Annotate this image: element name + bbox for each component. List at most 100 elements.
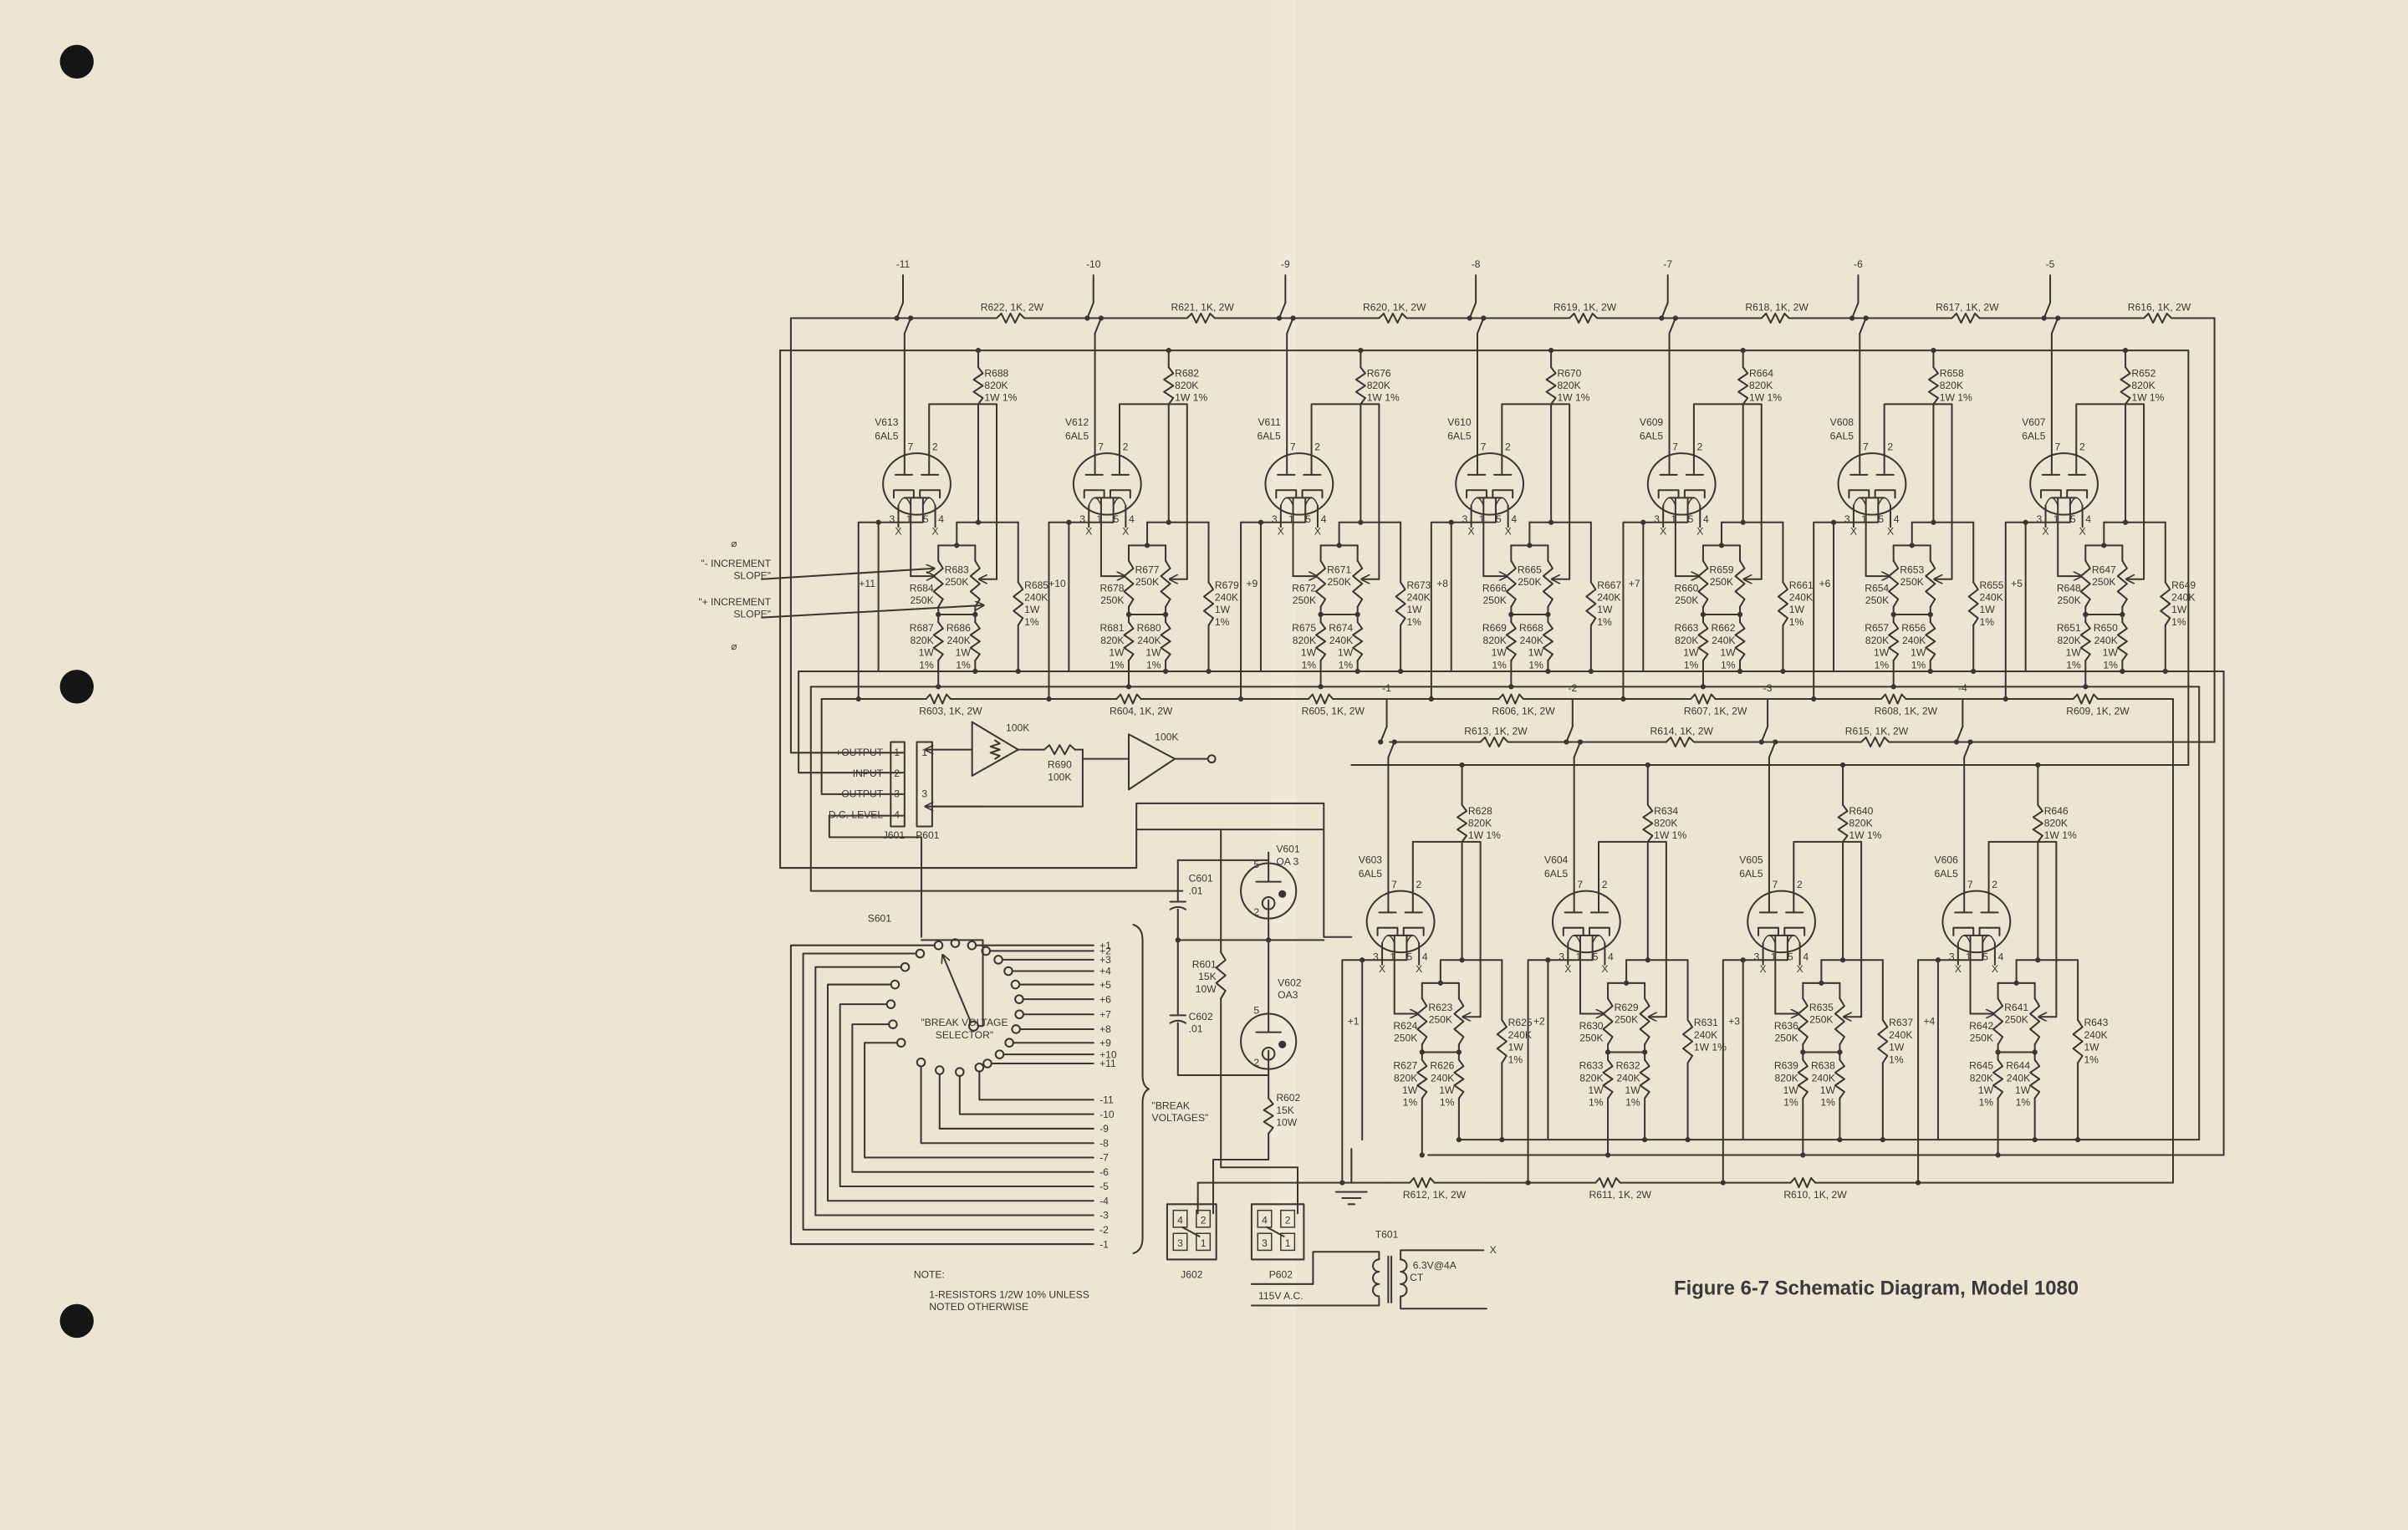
break-voltage-tap: -7 [1663,258,1672,270]
pin-number: 4 [1803,951,1809,962]
pin-number: 2 [932,441,938,452]
junction-dot [1545,668,1551,675]
pin-number: 1 [1390,951,1395,962]
wire [857,497,924,701]
amplifier-label: 100K [1155,732,1178,743]
connector-p602 [1250,1203,1305,1261]
pin-number: 7 [908,441,914,452]
potentiometer [1602,997,1614,1046]
potentiometer-label: 250K [1970,1033,1993,1044]
resistor-label: 1% [1979,1097,1994,1109]
pin-square [1280,1209,1296,1228]
resistor-label: 1% [1110,659,1125,671]
resistor-label: 1W [1406,604,1422,615]
resistor-symbol [996,312,1026,324]
resistor-label: 240K [1520,635,1543,646]
wire-gap [1043,746,1075,753]
pin-number: 2 [1887,441,1893,452]
series-resistor-label: R622, 1K, 2W [981,301,1044,313]
plate-resistor-label: 820K [1654,817,1677,829]
pin-number: 1 [1285,1237,1291,1249]
potentiometer-label: R671 [1327,564,1351,575]
resistor-label: 1W [956,647,972,659]
junction-dot [1548,519,1554,525]
resistor-symbol [1315,621,1327,662]
pin-number: 7 [2055,441,2061,452]
resistor-symbol [1992,1058,2004,1099]
resistor-label: R679 [1215,579,1239,591]
potentiometer-label: 250K [945,576,968,588]
tube-label: V601 [1276,844,1300,855]
tube-type: 6AL5 [1640,431,1664,442]
potentiometer-label: R642 [1969,1020,1993,1032]
resistor-label: 1W [1683,647,1699,659]
junction-dot [1811,696,1817,702]
pin-number: 5 [1406,951,1412,962]
cathode [1466,489,1487,499]
connector-pin-number: 2 [894,768,900,779]
switch-contact [916,1057,926,1068]
pin-number: 2 [1314,441,1320,452]
pin-square [1172,1209,1188,1228]
pin-number: 3 [1844,513,1850,525]
wire [1118,403,1188,580]
resistor-label: 240K [1980,591,2003,603]
pin-number: 3 [1272,513,1278,525]
wire [1196,1181,1353,1215]
potentiometer-label: 250K [1429,1014,1452,1026]
resistor-symbol [1690,693,1717,705]
resistor-label: 240K [1597,591,1620,603]
potentiometer-label: R678 [1100,582,1125,594]
switch-contact [900,961,911,972]
pin-number: 4 [1422,951,1428,962]
resistor-label: 15K [1276,1104,1294,1116]
pin-square [1196,1232,1212,1252]
resistor-label: 240K [1789,591,1813,603]
connector-pin-number: 3 [921,788,927,800]
cathode [1589,926,1610,936]
break-voltage-label: +9 [1099,1037,1111,1048]
plate-resistor-label: 820K [1849,817,1872,829]
resistor-label: 820K [1579,1072,1603,1084]
junction-dot [1237,696,1244,702]
junction-dot [1837,1137,1843,1143]
switch-contact [885,999,896,1009]
resistor-symbol [1457,803,1468,843]
resistor-symbol [2116,621,2128,662]
resistor-symbol [1505,621,1517,662]
resistor-label: 1% [1625,1097,1640,1109]
pin-number: 3 [1079,513,1085,525]
junction-dot [2032,1049,2038,1055]
resistor-symbol [1378,312,1408,324]
wire [1813,497,1880,701]
resistor-label: 240K [2094,635,2118,646]
wire-gap [926,696,951,702]
wire-gap [1480,738,1508,746]
pin-number: 1 [1096,513,1102,525]
heater-x: X [2042,525,2048,537]
plate-resistor-label: R652 [2131,367,2155,379]
wire [1176,1022,1270,1077]
resistor-label: 1% [1820,1097,1835,1109]
resistor-symbol [1395,581,1406,626]
switch-contact [1094,317,1102,334]
resistor-symbol [969,621,981,662]
potentiometer-label: R684 [910,582,934,594]
potentiometer-label: 250K [1293,594,1316,606]
output-terminal [1207,754,1217,764]
switch-contact [1476,317,1485,334]
junction-dot [1700,611,1707,618]
pin-number: 4 [1321,513,1327,525]
resistor-symbol [1697,621,1709,662]
cathode [1301,489,1324,499]
mains-label: 115V A.C. [1258,1290,1303,1302]
potentiometer-label: 250K [1327,576,1350,588]
wire [921,939,984,1028]
wire-gap [1186,314,1215,322]
pin-number: 1 [1771,951,1777,962]
potentiometer-label: 250K [1518,576,1541,588]
wire [826,983,1094,1202]
junction-dot [972,611,978,618]
resistor-label: 1W [2066,647,2082,659]
resistor-symbol [1665,736,1695,747]
